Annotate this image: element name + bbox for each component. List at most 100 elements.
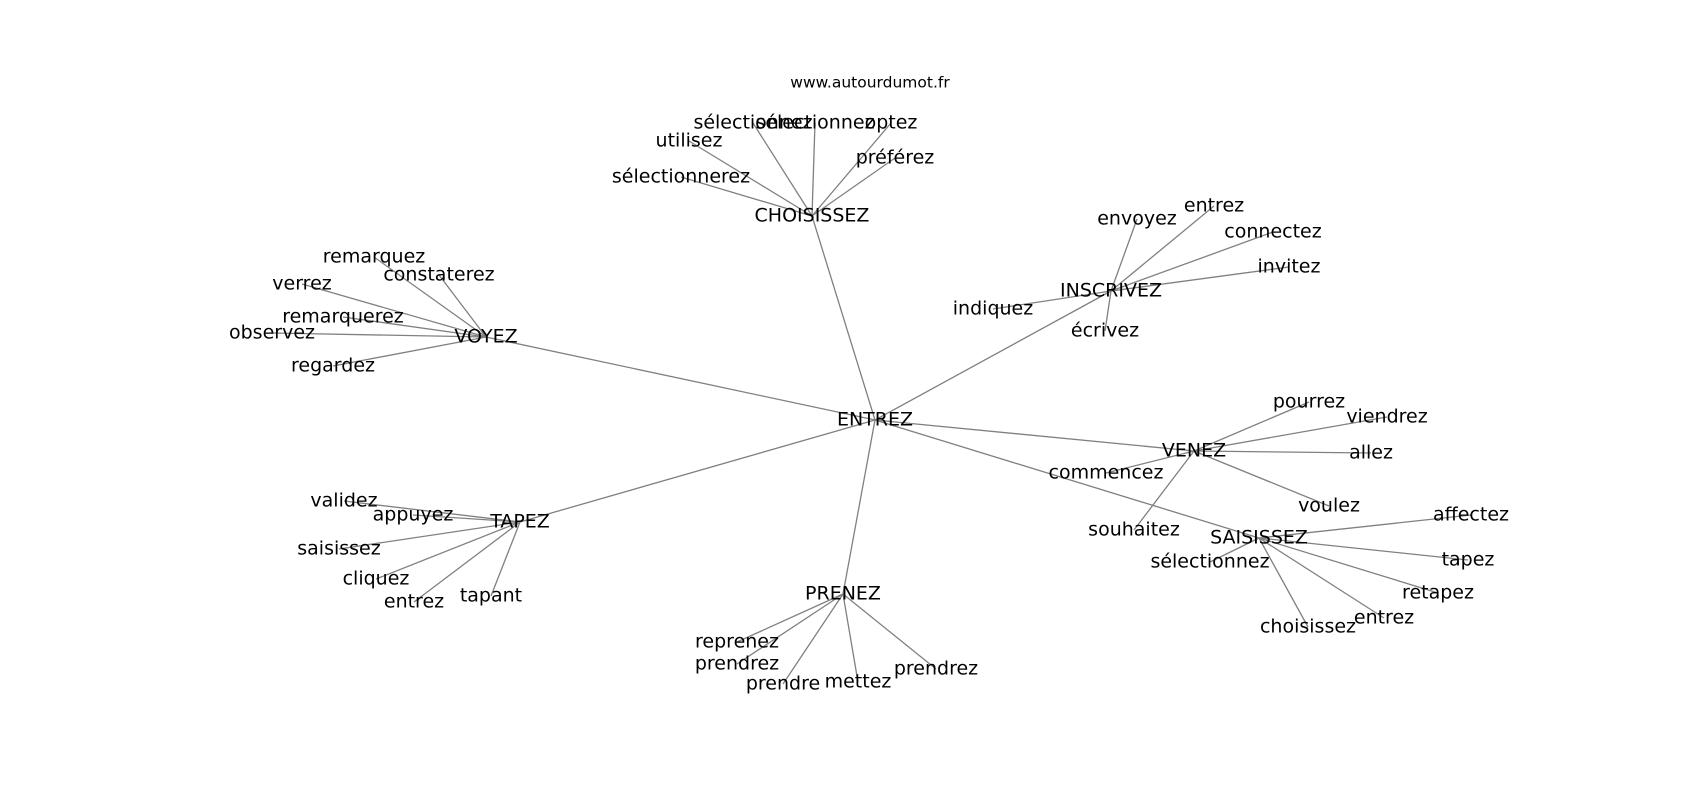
edge-tapez-leaf-3 <box>375 521 521 580</box>
edge-saisissez-leaf-2 <box>1258 537 1469 561</box>
edge-choisissez-leaf-1 <box>811 122 816 217</box>
edge-voyez-leaf-4 <box>271 332 487 338</box>
leaf-node-label: entrez <box>1184 195 1244 217</box>
leaf-node-label: mettez <box>825 671 892 693</box>
edge-center-voyez <box>485 336 876 421</box>
edge-saisissez-leaf-1 <box>1209 537 1260 563</box>
hub-node-inscrivez: INSCRIVEZ <box>1060 280 1162 302</box>
edge-choisissez-leaf-5 <box>680 176 813 217</box>
edge-venez-leaf-1 <box>1193 416 1388 452</box>
edge-center-choisissez <box>811 215 876 421</box>
hub-node-tapez: TAPEZ <box>489 511 550 533</box>
edge-inscrivez-leaf-1 <box>1110 205 1215 292</box>
leaf-node-label: écrivez <box>1071 320 1139 342</box>
leaf-node-label: voulez <box>1298 495 1360 517</box>
edge-prenez-leaf-3 <box>842 593 859 683</box>
edge-venez-leaf-2 <box>1193 450 1372 454</box>
leaf-node-label: observez <box>229 322 315 344</box>
edge-saisissez-leaf-5 <box>1258 537 1309 628</box>
edge-inscrivez-leaf-2 <box>1110 231 1274 292</box>
leaf-node-label: tapez <box>1442 549 1495 571</box>
edge-prenez-leaf-0 <box>736 593 844 643</box>
source-watermark: www.autourdumot.fr <box>790 74 950 92</box>
edge-choisissez-leaf-2 <box>811 122 892 217</box>
edge-saisissez-leaf-0 <box>1258 514 1472 539</box>
hub-node-venez: VENEZ <box>1162 440 1226 462</box>
edge-tapez-leaf-5 <box>490 521 521 597</box>
leaf-node-label: commencez <box>1049 462 1164 484</box>
leaf-node-label: connectez <box>1224 221 1321 243</box>
edge-inscrivez-leaf-5 <box>1104 290 1112 332</box>
edge-tapez-leaf-4 <box>413 521 521 603</box>
edge-prenez-leaf-2 <box>782 593 844 685</box>
leaf-node-label: entrez <box>1354 607 1414 629</box>
edge-center-tapez <box>519 419 876 523</box>
edge-venez-leaf-4 <box>1193 450 1330 507</box>
leaf-node-label: verrez <box>272 273 331 295</box>
edge-choisissez-leaf-0 <box>752 122 813 217</box>
edge-center-venez <box>874 419 1195 452</box>
leaf-node-label: regardez <box>291 355 375 377</box>
leaf-node-label: saisissez <box>297 538 380 560</box>
hub-node-saisissez: SAISISSEZ <box>1210 527 1308 549</box>
leaf-node-label: sélectionnez <box>755 112 874 134</box>
leaf-node-label: préférez <box>856 147 935 169</box>
edge-saisissez-leaf-4 <box>1258 537 1385 619</box>
edge-voyez-leaf-5 <box>332 336 487 367</box>
hub-node-prenez: PRENEZ <box>805 583 881 605</box>
edge-tapez-leaf-1 <box>412 514 521 523</box>
leaf-node-label: appuyez <box>373 504 454 526</box>
edge-venez-leaf-5 <box>1133 450 1195 531</box>
leaf-node-label: remarquez <box>323 246 426 268</box>
leaf-node-label: optez <box>865 112 918 134</box>
leaf-node-label: sélectionnez <box>1150 551 1269 573</box>
edge-choisissez-leaf-3 <box>688 140 813 217</box>
center-node-label: ENTREZ <box>837 409 913 431</box>
leaf-node-label: remarquerez <box>282 306 404 328</box>
edge-tapez-leaf-0 <box>343 500 521 523</box>
edges-layer <box>271 122 1472 685</box>
edge-tapez-leaf-2 <box>338 521 521 550</box>
leaf-node-label: tapant <box>460 585 522 607</box>
edge-inscrivez-leaf-0 <box>1110 218 1138 292</box>
leaf-node-label: pourrez <box>1273 391 1345 413</box>
edge-voyez-leaf-3 <box>342 316 487 338</box>
leaf-node-label: viendrez <box>1346 406 1427 428</box>
edge-center-saisissez <box>874 419 1260 539</box>
labels-layer: www.autourdumot.fr ENTREZCHOISISSEZsélec… <box>229 74 1509 695</box>
leaf-node-label: utilisez <box>656 130 723 152</box>
leaf-node-label: prendrez <box>894 658 978 680</box>
edge-venez-leaf-3 <box>1105 450 1195 474</box>
edge-prenez-leaf-4 <box>842 593 937 670</box>
edge-voyez-leaf-0 <box>373 256 487 338</box>
leaf-node-label: constaterez <box>383 264 494 286</box>
edge-center-inscrivez <box>874 290 1112 421</box>
leaf-node-label: choisissez <box>1260 616 1356 638</box>
leaf-node-label: reprenez <box>695 631 779 653</box>
edge-voyez-leaf-1 <box>438 274 487 338</box>
leaf-node-label: entrez <box>384 591 444 613</box>
edge-prenez-leaf-1 <box>736 593 844 665</box>
leaf-node-label: validez <box>310 490 377 512</box>
leaf-node-label: invitez <box>1258 256 1321 278</box>
leaf-node-label: sélectionnez <box>693 112 812 134</box>
hub-node-choisissez: CHOISISSEZ <box>755 205 870 227</box>
leaf-node-label: prendrez <box>695 653 779 675</box>
edge-inscrivez-leaf-3 <box>1110 266 1290 292</box>
leaf-node-label: indiquez <box>953 298 1033 320</box>
leaf-node-label: affectez <box>1433 504 1509 526</box>
leaf-node-label: prendre <box>746 673 820 695</box>
leaf-node-label: envoyez <box>1097 208 1177 230</box>
leaf-node-label: allez <box>1349 442 1393 464</box>
hub-node-voyez: VOYEZ <box>454 326 517 348</box>
edge-saisissez-leaf-3 <box>1258 537 1439 594</box>
edge-choisissez-leaf-4 <box>811 157 896 217</box>
leaf-node-label: souhaitez <box>1088 519 1180 541</box>
edge-venez-leaf-0 <box>1193 401 1310 452</box>
leaf-node-label: sélectionnerez <box>612 166 750 188</box>
edge-voyez-leaf-2 <box>301 283 487 338</box>
edge-inscrivez-leaf-4 <box>992 290 1112 310</box>
edge-center-prenez <box>842 419 876 595</box>
